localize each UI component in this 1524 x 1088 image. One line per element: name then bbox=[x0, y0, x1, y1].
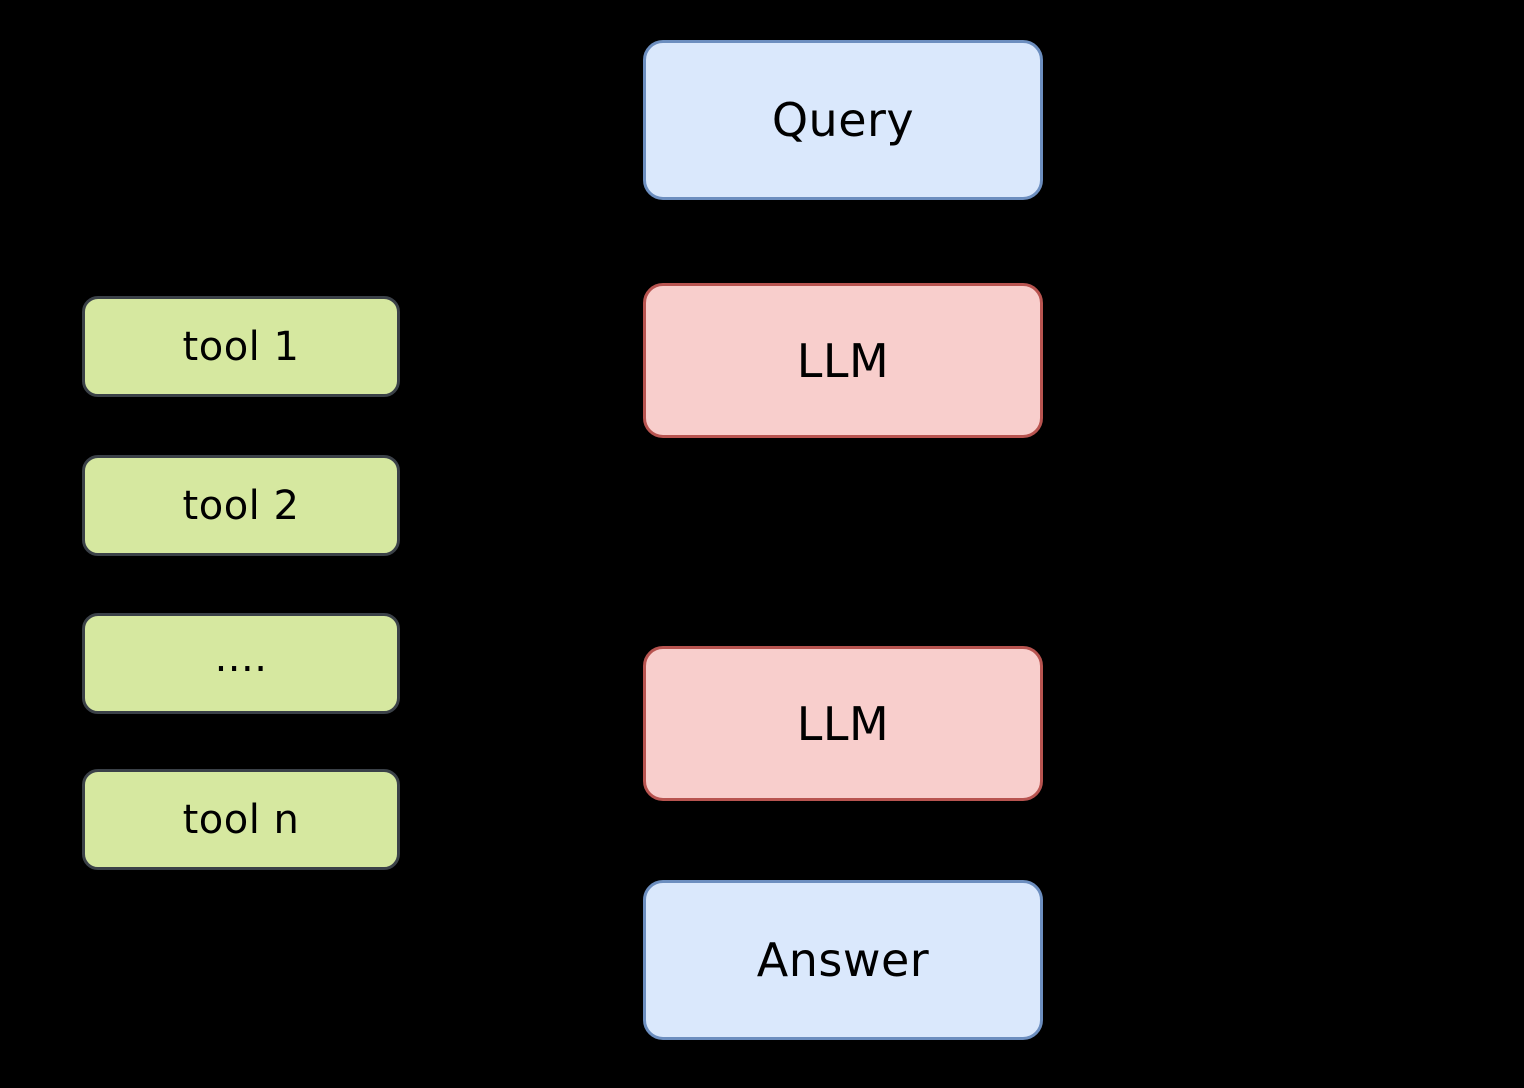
node-llm-1-label: LLM bbox=[796, 333, 890, 388]
node-tool-2[interactable]: tool 2 bbox=[82, 455, 400, 556]
node-tool-ellipsis[interactable]: .... bbox=[82, 613, 400, 714]
node-tool-n[interactable]: tool n bbox=[82, 769, 400, 870]
node-llm-1[interactable]: LLM bbox=[643, 283, 1043, 438]
node-llm-2-label: LLM bbox=[796, 696, 890, 751]
node-answer[interactable]: Answer bbox=[643, 880, 1043, 1040]
node-tool-n-label: tool n bbox=[182, 796, 300, 843]
node-llm-2[interactable]: LLM bbox=[643, 646, 1043, 801]
node-tool-1[interactable]: tool 1 bbox=[82, 296, 400, 397]
node-query-label: Query bbox=[771, 93, 915, 147]
node-tool-2-label: tool 2 bbox=[182, 482, 300, 529]
node-tool-1-label: tool 1 bbox=[182, 323, 300, 370]
node-tool-ellipsis-label: .... bbox=[214, 634, 268, 681]
node-query[interactable]: Query bbox=[643, 40, 1043, 200]
node-answer-label: Answer bbox=[756, 933, 930, 987]
